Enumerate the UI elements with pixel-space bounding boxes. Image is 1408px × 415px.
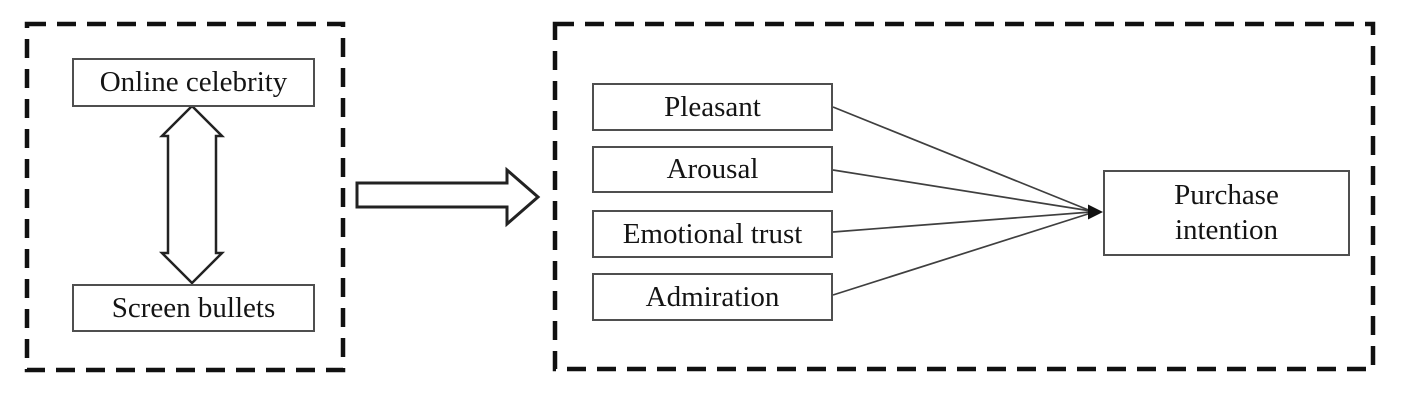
purchase-intention-box: Purchase intention xyxy=(1103,170,1350,256)
emotional-trust-label: Emotional trust xyxy=(622,217,803,250)
arousal-box: Arousal xyxy=(592,146,833,193)
block-arrow-right-icon xyxy=(355,166,541,228)
online-celebrity-box: Online celebrity xyxy=(72,58,315,107)
right-group-frame xyxy=(552,21,1376,372)
left-group-frame xyxy=(24,21,346,373)
emotional-trust-box: Emotional trust xyxy=(592,210,833,258)
connector-line-arousal xyxy=(832,169,1092,212)
arrowhead-icon xyxy=(1088,204,1103,220)
screen-bullets-label: Screen bullets xyxy=(111,291,276,324)
pleasant-box: Pleasant xyxy=(592,83,833,131)
arousal-label: Arousal xyxy=(666,153,759,186)
connector-line-admiration xyxy=(832,212,1092,296)
admiration-box: Admiration xyxy=(592,273,833,321)
connector-line-pleasant xyxy=(832,106,1092,212)
online-celebrity-label: Online celebrity xyxy=(99,66,288,99)
admiration-label: Admiration xyxy=(645,280,780,313)
screen-bullets-box: Screen bullets xyxy=(72,284,315,332)
purchase-intention-label: Purchase intention xyxy=(1174,179,1279,246)
connector-line-emotional-trust xyxy=(832,211,1092,233)
double-headed-arrow-icon xyxy=(158,104,226,285)
pleasant-label: Pleasant xyxy=(664,90,761,123)
